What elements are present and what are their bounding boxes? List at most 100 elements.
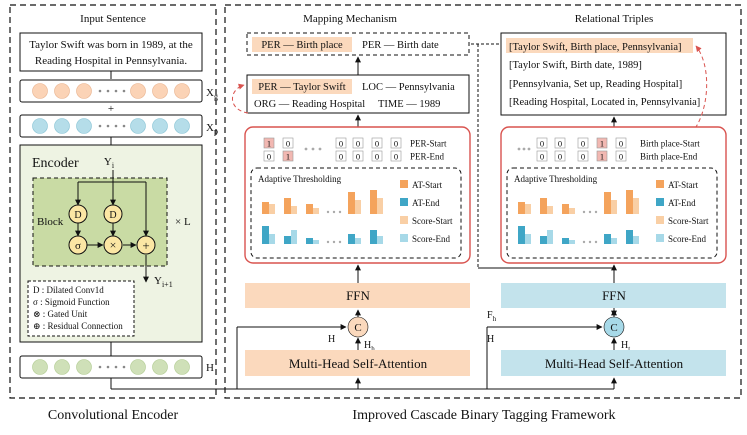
xp-embedding-circles bbox=[32, 118, 190, 134]
relational-ffn-label: FFN bbox=[602, 288, 626, 303]
gated-unit-node bbox=[103, 235, 123, 255]
entity-score-end-bar bbox=[291, 230, 297, 244]
xp-circle bbox=[76, 118, 92, 134]
relation-tag-value: 0 bbox=[558, 152, 562, 162]
relational-concat-node bbox=[603, 316, 625, 338]
entity-at-start-bar bbox=[284, 198, 291, 214]
entity-tag-dot bbox=[304, 147, 308, 151]
xg-circle bbox=[174, 83, 190, 99]
cascade-framework-caption: Improved Cascade Binary Tagging Framewor… bbox=[352, 408, 615, 423]
entity-tag-value: 0 bbox=[394, 152, 398, 162]
relation-tag-cell bbox=[596, 150, 608, 162]
h-circle bbox=[76, 359, 92, 375]
relation-tag-cell bbox=[554, 150, 566, 162]
relation-candidate-birth-date: PER — Birth date bbox=[362, 40, 439, 51]
relation-score-start-bar bbox=[569, 208, 575, 214]
entity-feedback-arrow bbox=[232, 83, 249, 114]
entity-tag-value: 0 bbox=[375, 152, 379, 162]
entity-tag-value: 0 bbox=[356, 139, 360, 149]
entity-tag-dot bbox=[311, 147, 315, 151]
relation-legend-swatch bbox=[656, 198, 664, 206]
entity-at-end-bar bbox=[284, 236, 291, 244]
entity-tag-cell bbox=[282, 150, 294, 162]
h-circle bbox=[32, 359, 48, 375]
xg-circle bbox=[32, 83, 48, 99]
entity-tag-cell bbox=[352, 137, 364, 149]
encoder-legend bbox=[27, 280, 135, 337]
relation-score-start-bar bbox=[525, 204, 531, 214]
relation-bar-dot bbox=[594, 210, 598, 214]
xg-circle bbox=[152, 83, 168, 99]
xg-circle bbox=[130, 83, 146, 99]
relation-tag-cell bbox=[554, 137, 566, 149]
relation-at-end-bar bbox=[626, 230, 633, 244]
triple-set-up: [Pennsylvania, Set up, Reading Hospital] bbox=[509, 79, 682, 90]
relation-score-start-bar bbox=[611, 200, 617, 214]
entity-adaptive-threshold-box bbox=[250, 167, 462, 259]
relation-bar-dot bbox=[588, 240, 592, 244]
h-circle bbox=[130, 359, 146, 375]
h-circle bbox=[174, 359, 190, 375]
h-output-label: H bbox=[206, 362, 214, 374]
entity-legend-label: Score-Start bbox=[412, 216, 453, 226]
entity-tagger-panel bbox=[244, 126, 471, 264]
relation-score-end-bar bbox=[569, 240, 575, 244]
relation-candidate-highlight bbox=[252, 37, 352, 52]
relational-h-label: H bbox=[487, 334, 494, 345]
entity-per-taylor-swift: PER — Taylor Swift bbox=[258, 82, 346, 93]
entity-tag-cell bbox=[335, 150, 347, 162]
left-panel-border bbox=[9, 4, 217, 399]
entity-tag-dot bbox=[318, 147, 322, 151]
relation-tag-value: 0 bbox=[540, 152, 544, 162]
relation-tag-value: 0 bbox=[581, 139, 585, 149]
d-node-label-1: D bbox=[74, 210, 81, 221]
relation-tag-cell bbox=[596, 137, 608, 149]
relation-tag-value: 1 bbox=[600, 139, 604, 149]
h-dot bbox=[106, 365, 110, 369]
relation-tag-row-label: Birth place-End bbox=[640, 152, 698, 162]
legend-residual: ⊕ : Residual Connection bbox=[33, 321, 123, 331]
convolutional-encoder-caption: Convolutional Encoder bbox=[48, 408, 179, 423]
relation-score-end-bar bbox=[611, 238, 617, 244]
xp-circle bbox=[32, 118, 48, 134]
xg-dot bbox=[106, 89, 110, 93]
entity-score-start-bar bbox=[291, 206, 297, 214]
relation-tag-cell bbox=[536, 137, 548, 149]
relation-at-start-bar bbox=[540, 198, 547, 214]
mapping-c-label: C bbox=[354, 322, 361, 334]
fh-label: Fh bbox=[487, 310, 497, 323]
relation-legend-swatch bbox=[656, 234, 664, 242]
relation-tag-value: 0 bbox=[619, 139, 623, 149]
entity-tag-value: 0 bbox=[339, 152, 343, 162]
entity-score-end-bar bbox=[269, 234, 275, 244]
entity-tag-value: 0 bbox=[375, 139, 379, 149]
embedding-plus: + bbox=[108, 103, 114, 115]
entity-legend-swatch bbox=[400, 216, 408, 224]
relation-at-end-bar bbox=[518, 226, 525, 244]
entity-tag-cell bbox=[263, 150, 275, 162]
relation-bar-dot bbox=[594, 240, 598, 244]
entity-tag-value: 0 bbox=[394, 139, 398, 149]
relation-score-start-bar bbox=[633, 198, 639, 214]
residual-node bbox=[136, 235, 156, 255]
entity-legend-label: AT-Start bbox=[412, 180, 443, 190]
entity-org-reading-hospital: ORG — Reading Hospital bbox=[254, 99, 365, 110]
entity-tag-row-label: PER-End bbox=[410, 152, 445, 162]
relation-adaptive-threshold-box bbox=[506, 167, 718, 259]
h-circle bbox=[152, 359, 168, 375]
entity-bar-dot bbox=[338, 240, 342, 244]
entity-tag-cell bbox=[390, 150, 402, 162]
relation-adaptive-title: Adaptive Thresholding bbox=[514, 174, 598, 184]
relational-ht-label: Ht bbox=[621, 340, 630, 353]
entity-threshold-bars bbox=[262, 190, 383, 244]
relation-legend-label: Score-End bbox=[668, 234, 706, 244]
relation-bar-dot bbox=[582, 210, 586, 214]
relation-legend-swatch bbox=[656, 216, 664, 224]
h-dot bbox=[98, 365, 102, 369]
entity-score-start-bar bbox=[269, 204, 275, 214]
entity-at-end-bar bbox=[348, 234, 355, 244]
mapping-concat-node bbox=[347, 316, 369, 338]
